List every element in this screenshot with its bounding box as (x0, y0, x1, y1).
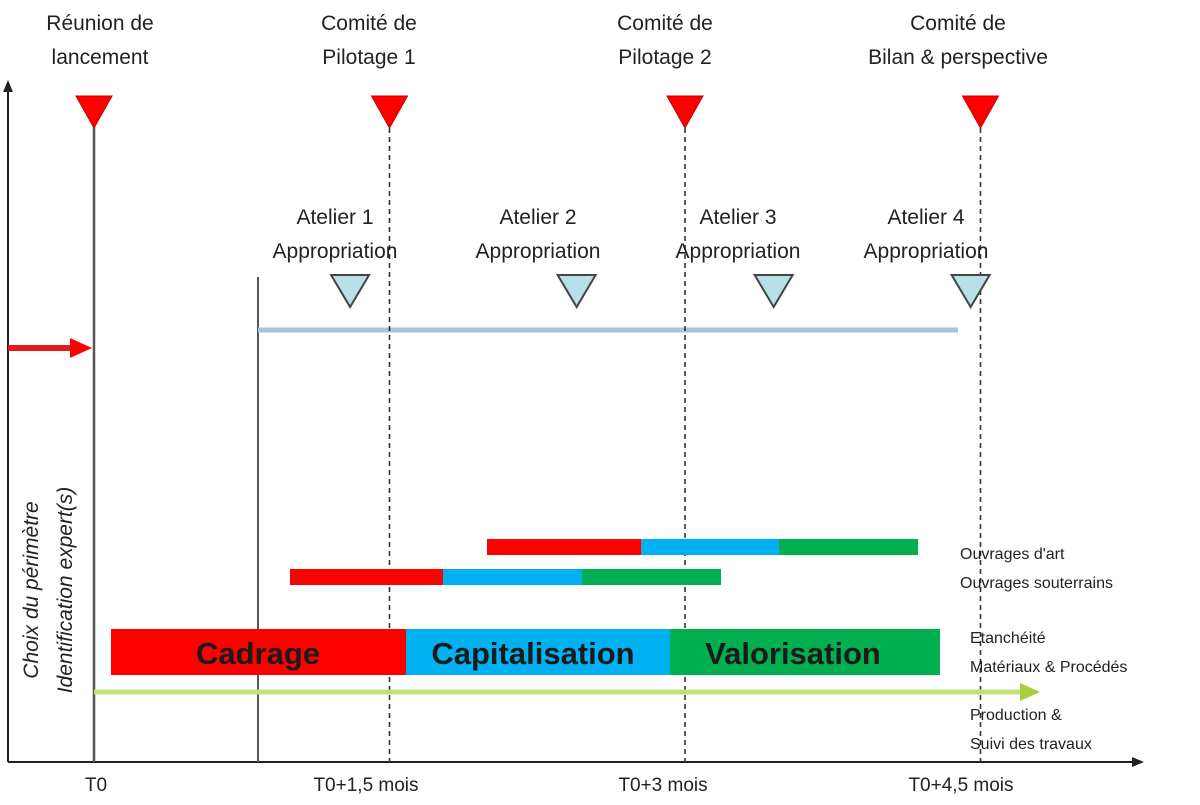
tick-label-t0-1-5: T0+1,5 mois (313, 775, 418, 796)
milestone-labels: Réunion de lancement Comité de Pilotage … (46, 12, 1048, 69)
side-label-etancheite: Etanchéité (970, 630, 1046, 647)
bar-ouvrages-souterrains-capitalisation (443, 569, 582, 585)
workshop-label-3-line-1: Atelier 4 (887, 206, 964, 229)
side-label-materiaux: Matériaux & Procédés (970, 659, 1127, 676)
milestone-marker-pilotage-1 (370, 95, 409, 130)
milestone-label-3-line-2: Bilan & perspective (868, 46, 1048, 69)
workshop-marker-2 (555, 274, 598, 309)
phase-capitalisation (406, 629, 670, 675)
bar-ouvrages-souterrains (290, 569, 721, 585)
milestone-label-1-line-1: Comité de (321, 12, 417, 35)
milestone-label-2-line-1: Comité de (617, 12, 713, 35)
phase-valorisation (670, 629, 940, 675)
y-axis-label-line-2: Identification expert(s) (54, 487, 77, 694)
workshop-label-2-line-1: Atelier 3 (699, 206, 776, 229)
workshop-label-2-line-2: Appropriation (676, 240, 801, 263)
workshop-label-3-line-2: Appropriation (864, 240, 989, 263)
entry-arrow-head (70, 338, 92, 358)
workshop-label-1-line-2: Appropriation (476, 240, 601, 263)
milestone-label-0-line-2: lancement (52, 46, 149, 69)
phase-label-capitalisation: Capitalisation (431, 636, 634, 671)
milestone-marker-pilotage-2 (666, 95, 704, 130)
side-labels: Ouvrages d'art Ouvrages souterrains Etan… (960, 546, 1127, 753)
x-tick-labels: T0 T0+1,5 mois T0+3 mois T0+4,5 mois (85, 775, 1014, 796)
milestone-label-1-line-2: Pilotage 1 (322, 46, 415, 69)
workshop-marker-4 (949, 274, 992, 309)
side-label-ouvrages-souterrains: Ouvrages souterrains (960, 575, 1113, 592)
production-arrow-head (1020, 683, 1040, 701)
workshop-label-0-line-2: Appropriation (273, 240, 398, 263)
bar-ouvrages-art-capitalisation (641, 539, 779, 555)
y-axis-arrowhead (3, 80, 13, 92)
bar-ouvrages-art-valorisation (779, 539, 918, 555)
workshop-marker-3 (752, 274, 795, 309)
bar-ouvrages-art-cadrage (487, 539, 641, 555)
phase-label-valorisation: Valorisation (705, 636, 881, 671)
phase-bar: Cadrage Capitalisation Valorisation (111, 629, 940, 675)
phase-cadrage (111, 629, 406, 675)
side-label-production: Production & (970, 707, 1062, 724)
tick-label-t0-4-5: T0+4,5 mois (908, 775, 1013, 796)
workshop-labels: Atelier 1 Appropriation Atelier 2 Approp… (273, 206, 989, 263)
milestone-label-3-line-1: Comité de (910, 12, 1006, 35)
side-label-suivi: Suivi des travaux (970, 736, 1092, 753)
tick-label-t0-3: T0+3 mois (618, 775, 707, 796)
workshop-label-0-line-1: Atelier 1 (296, 206, 373, 229)
milestone-label-0-line-1: Réunion de (46, 12, 153, 35)
milestone-marker-lancement (75, 95, 113, 130)
milestone-marker-bilan (961, 95, 1000, 130)
y-axis-label-line-1: Choix du périmètre (20, 501, 43, 678)
bar-ouvrages-souterrains-cadrage (290, 569, 443, 585)
bar-ouvrages-art (487, 539, 918, 555)
x-axis-arrowhead (1132, 757, 1144, 767)
workshop-label-1-line-1: Atelier 2 (499, 206, 576, 229)
workshop-marker-1 (329, 274, 371, 309)
tick-label-t0: T0 (85, 775, 107, 796)
bar-ouvrages-souterrains-valorisation (582, 569, 721, 585)
side-label-ouvrages-art: Ouvrages d'art (960, 546, 1065, 563)
phase-label-cadrage: Cadrage (196, 636, 320, 671)
milestone-label-2-line-2: Pilotage 2 (618, 46, 711, 69)
